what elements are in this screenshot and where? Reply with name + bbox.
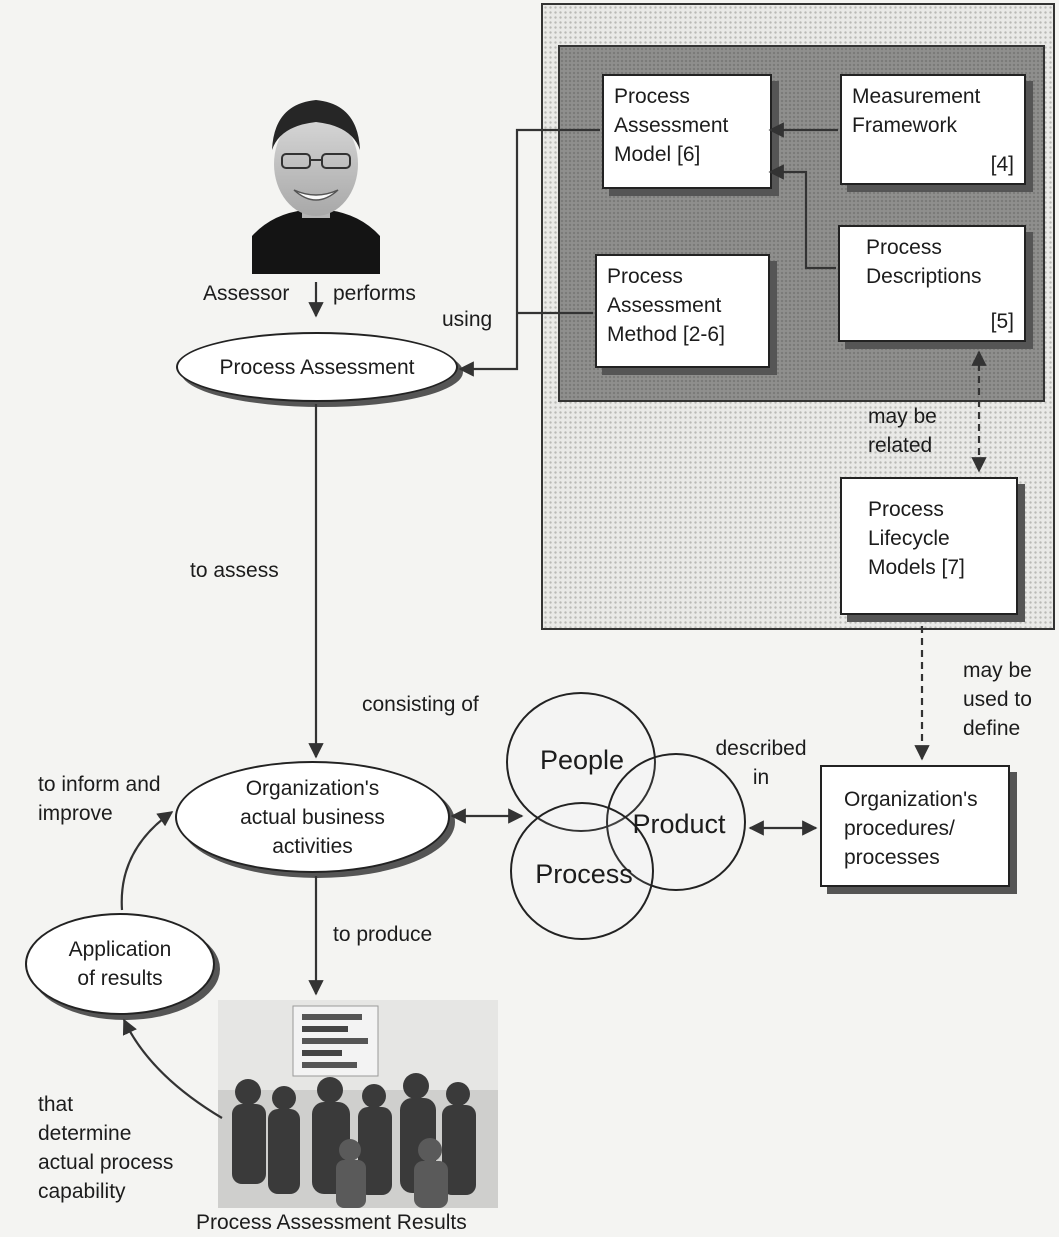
that-determine-label: that determine actual process capability bbox=[38, 1093, 174, 1203]
process-assessment-method-box: Process Assessment Method [2-6] bbox=[595, 254, 770, 368]
to-produce-label: to produce bbox=[333, 923, 433, 946]
results-caption: Process Assessment Results bbox=[196, 1211, 467, 1234]
described-in-label: described in bbox=[715, 737, 807, 789]
organizations-procedures-text: Organization's procedures/ processes bbox=[844, 788, 978, 869]
descriptions-to-model-arrow bbox=[768, 164, 836, 270]
process-circle bbox=[510, 802, 654, 940]
performs-label: performs bbox=[333, 282, 416, 305]
may-be-related-label: may be related bbox=[868, 405, 937, 457]
assessment-results-photo bbox=[218, 1000, 498, 1208]
to-inform-label: to inform and improve bbox=[38, 773, 161, 825]
organizations-procedures-box: Organization's procedures/ processes bbox=[820, 765, 1010, 887]
process-assessment-model-text: Process Assessment Model [6] bbox=[614, 85, 729, 166]
organizations-activities-oval: Organization's actual business activitie… bbox=[175, 761, 450, 873]
application-of-results-oval: Application of results bbox=[25, 913, 215, 1015]
assessor-label: Assessor bbox=[203, 282, 290, 305]
measurement-framework-ref: [4] bbox=[990, 153, 1014, 176]
measurement-framework-text: Measurement Framework bbox=[852, 85, 981, 137]
process-label: Process bbox=[535, 859, 633, 889]
to-assess-label: to assess bbox=[190, 559, 279, 582]
process-descriptions-text: Process Descriptions bbox=[866, 236, 982, 288]
assessor-photo bbox=[252, 86, 380, 274]
process-assessment-oval: Process Assessment bbox=[176, 332, 458, 402]
model-to-assessment-arrow bbox=[458, 128, 600, 377]
application-to-activities-arrow bbox=[120, 811, 174, 911]
process-lifecycle-models-text: Process Lifecycle Models [7] bbox=[868, 498, 965, 579]
process-lifecycle-models-box: Process Lifecycle Models [7] bbox=[840, 477, 1018, 615]
results-to-application-arrow bbox=[122, 1018, 223, 1119]
process-assessment-method-text: Process Assessment Method [2-6] bbox=[607, 265, 725, 346]
process-descriptions-ref: [5] bbox=[990, 310, 1014, 333]
consisting-of-label: consisting of bbox=[362, 693, 479, 716]
product-label: Product bbox=[632, 809, 726, 839]
process-descriptions-box: Process Descriptions [5] bbox=[838, 225, 1026, 342]
process-assessment-model-box: Process Assessment Model [6] bbox=[602, 74, 772, 189]
measurement-framework-box: Measurement Framework [4] bbox=[840, 74, 1026, 185]
using-label: using bbox=[442, 308, 493, 331]
may-be-used-label: may be used to define bbox=[963, 659, 1032, 740]
people-label: People bbox=[539, 745, 625, 775]
